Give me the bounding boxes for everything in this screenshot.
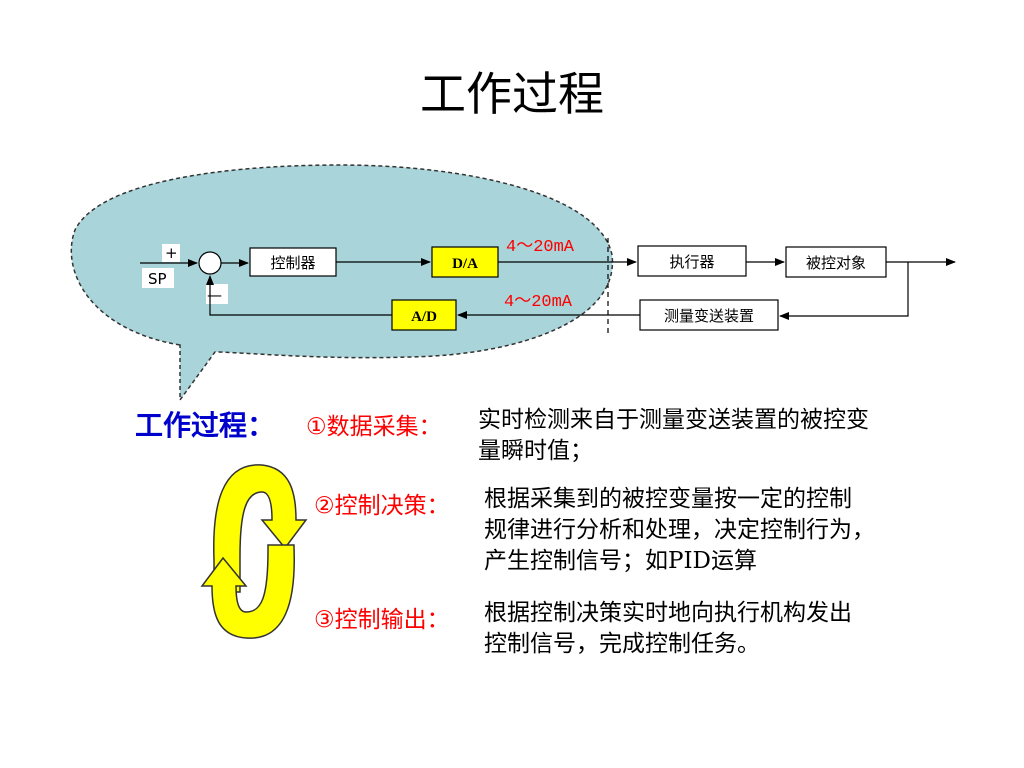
plant-label: 被控对象	[806, 254, 866, 272]
step-1-label: ①数据采集：	[306, 414, 442, 440]
cycle-arrow-icon	[200, 464, 308, 639]
step-1-line-1: 实时检测来自于测量变送装置的被控变	[478, 407, 869, 433]
step-3-line-1: 根据控制决策实时地向执行机构发出	[484, 600, 852, 626]
page-title: 工作过程	[420, 67, 604, 121]
minus-sign-box	[206, 284, 228, 304]
current-label-top: 4～20mA	[506, 238, 575, 257]
ad-to-junction-line	[206, 275, 392, 316]
ad-converter-box	[391, 299, 457, 331]
summing-junction	[198, 251, 222, 275]
transmitter-box	[639, 299, 779, 331]
step-2-line-2: 规律进行分析和处理，决定控制行为，	[484, 517, 875, 543]
sp-label: SP	[148, 270, 167, 288]
step-1-description: 实时检测来自于测量变送装置的被控变 量瞬时值；	[478, 405, 869, 467]
step-3-line-2: 控制信号，完成控制任务。	[484, 631, 760, 657]
current-label-bottom: 4～20mA	[504, 293, 573, 312]
feedback-branch-line	[779, 262, 909, 320]
controller-label: 控制器	[270, 254, 315, 272]
transmitter-label: 测量变送装置	[664, 307, 754, 325]
process-heading: 工作过程：	[135, 409, 276, 442]
step-3-description: 根据控制决策实时地向执行机构发出 控制信号，完成控制任务。	[484, 598, 852, 660]
plus-sign-box	[162, 244, 180, 262]
sp-label-box	[142, 268, 174, 288]
da-converter-box	[431, 246, 499, 278]
da-converter-label: D/A	[452, 256, 478, 272]
step-2-line-1: 根据采集到的被控变量按一定的控制	[484, 486, 852, 512]
step-2-label: ②控制决策：	[314, 493, 450, 519]
controller-box	[249, 247, 337, 277]
plus-sign: +	[165, 244, 178, 262]
actuator-box	[637, 245, 747, 277]
step-2-description: 根据采集到的被控变量按一定的控制 规律进行分析和处理，决定控制行为， 产生控制信…	[484, 484, 875, 577]
step-2-line-3: 产生控制信号；如PID运算	[484, 548, 758, 574]
step-3-label: ③控制输出：	[314, 607, 450, 633]
minus-sign: —	[207, 286, 222, 304]
ad-converter-label: A/D	[411, 309, 437, 325]
step-1-line-2: 量瞬时值；	[478, 438, 593, 464]
speech-bubble	[70, 164, 614, 403]
actuator-label: 执行器	[669, 253, 714, 271]
